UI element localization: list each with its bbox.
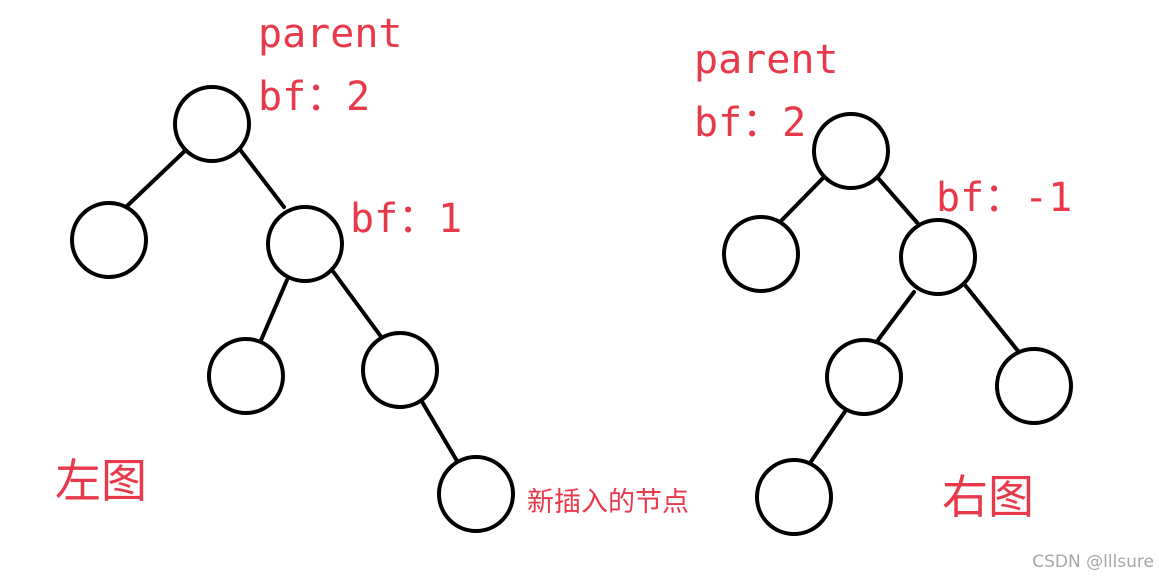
left-right-grandchild-node xyxy=(361,331,439,409)
right-left-child-node xyxy=(722,215,800,293)
left-parent-bf: bf：2 xyxy=(258,74,370,120)
right-left-grandchild-node xyxy=(825,338,903,416)
left-tree: parent bf：2 bf：1 左图 xyxy=(55,11,515,533)
left-leaf-node xyxy=(207,337,285,415)
right-leaf-node xyxy=(995,347,1073,425)
left-right-child-node xyxy=(266,205,344,283)
right-right-child-node xyxy=(899,218,977,296)
left-edge-root-leftchild xyxy=(125,145,191,208)
left-edge-root-rightchild xyxy=(236,145,286,209)
right-edge-right-leftchild xyxy=(876,290,916,342)
left-left-child-node xyxy=(70,201,148,279)
left-child-bf: bf：1 xyxy=(350,196,462,242)
right-new-node xyxy=(755,458,833,536)
left-caption: 左图 xyxy=(55,454,147,508)
right-caption: 右图 xyxy=(942,470,1034,524)
right-edge-right-rightleaf xyxy=(963,283,1020,353)
new-node-label: 新插入的节点 xyxy=(527,487,689,518)
right-child-bf: bf：-1 xyxy=(936,175,1072,221)
left-edge-right-rightchild xyxy=(330,268,384,340)
right-tree: parent bf：2 bf：-1 右图 xyxy=(694,37,1073,536)
right-parent-label: parent xyxy=(694,37,839,83)
right-edge-root-leftchild xyxy=(778,173,828,224)
right-parent-node xyxy=(812,112,890,190)
watermark: CSDN @lllsure xyxy=(1032,552,1154,572)
left-edge-right-leftleaf xyxy=(257,278,289,347)
left-edge-to-new-node xyxy=(419,398,462,468)
left-parent-label: parent xyxy=(258,11,403,57)
right-parent-bf: bf：2 xyxy=(694,100,806,146)
right-edge-root-rightchild xyxy=(876,176,922,228)
left-new-node xyxy=(437,455,515,533)
right-edge-to-new-node xyxy=(806,405,850,468)
left-parent-node xyxy=(173,85,251,163)
